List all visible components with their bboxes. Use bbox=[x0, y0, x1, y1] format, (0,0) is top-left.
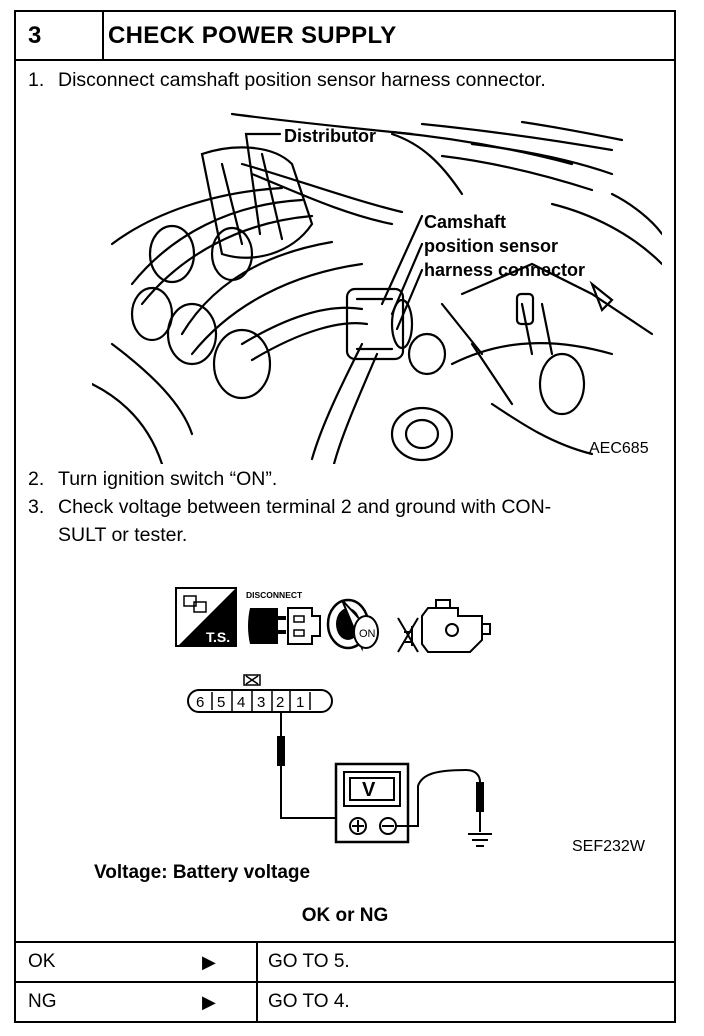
result-action: GO TO 5. bbox=[268, 951, 350, 972]
instruction-number: 2. bbox=[28, 468, 45, 490]
result-label: NG bbox=[28, 991, 57, 1012]
disconnect-icon-text: DISCONNECT bbox=[246, 590, 303, 600]
figure2-code: SEF232W bbox=[572, 838, 645, 855]
arrow-right-icon: ▶ bbox=[202, 952, 216, 972]
procedure-header: 3 CHECK POWER SUPPLY bbox=[16, 12, 674, 61]
instruction-text: SULT or tester. bbox=[58, 524, 188, 546]
step-title: CHECK POWER SUPPLY bbox=[108, 22, 397, 49]
arrow-right-icon: ▶ bbox=[202, 992, 216, 1012]
result-label: OK bbox=[28, 951, 56, 972]
engine-illustration: Distributor Camshaft position sensor har… bbox=[90, 104, 664, 469]
procedure-frame: 3 CHECK POWER SUPPLY 1. Disconnect camsh… bbox=[14, 10, 676, 1023]
positive-probe bbox=[277, 712, 348, 819]
connector-label-line1: Camshaft bbox=[424, 212, 506, 232]
result-action: GO TO 4. bbox=[268, 991, 350, 1012]
voltmeter: V bbox=[334, 762, 410, 844]
voltage-test-drawing: T.S. DISCONNECT ON bbox=[175, 587, 492, 847]
result-row-ng: NG ▶ GO TO 4. bbox=[16, 981, 674, 1021]
ts-icon: T.S. bbox=[175, 587, 237, 647]
test-diagram: T.S. DISCONNECT ON bbox=[166, 586, 506, 861]
instruction-text: Disconnect camshaft position sensor harn… bbox=[58, 69, 546, 91]
terminal-connector: 6 5 4 3 2 1 bbox=[187, 674, 333, 713]
distributor-drawing: Distributor Camshaft position sensor har… bbox=[90, 112, 664, 466]
terminal-4: 4 bbox=[237, 694, 245, 711]
instruction-number: 3. bbox=[28, 496, 45, 518]
engine-off-icon bbox=[397, 599, 491, 653]
instruction-number: 1. bbox=[28, 69, 45, 91]
ignition-icon-text: ON bbox=[359, 628, 376, 640]
result-row-ok: OK ▶ GO TO 5. bbox=[16, 941, 674, 981]
voltage-spec: Voltage: Battery voltage bbox=[94, 862, 311, 883]
ground-icon bbox=[468, 833, 492, 847]
terminal-3: 3 bbox=[257, 694, 265, 711]
meter-letter: V bbox=[362, 779, 376, 801]
terminal-6: 6 bbox=[196, 694, 204, 711]
terminal-1: 1 bbox=[296, 694, 304, 711]
connector-label-line3: harness connector bbox=[424, 260, 585, 280]
instruction-text: Turn ignition switch “ON”. bbox=[58, 468, 278, 490]
terminal-5: 5 bbox=[217, 694, 225, 711]
step-number: 3 bbox=[16, 12, 104, 59]
ts-icon-text: T.S. bbox=[206, 629, 230, 645]
distributor-label: Distributor bbox=[284, 126, 376, 146]
ignition-on-icon: ON bbox=[326, 598, 379, 652]
instruction-text: Check voltage between terminal 2 and gro… bbox=[58, 496, 552, 518]
connector-label-line2: position sensor bbox=[424, 236, 558, 256]
column-divider bbox=[256, 943, 258, 981]
disconnect-icon: DISCONNECT bbox=[246, 590, 321, 645]
column-divider bbox=[256, 983, 258, 1021]
terminal-2: 2 bbox=[276, 694, 284, 711]
negative-probe bbox=[396, 768, 484, 832]
figure1-code: AEC685 bbox=[589, 440, 649, 457]
result-header: OK or NG bbox=[301, 905, 389, 926]
